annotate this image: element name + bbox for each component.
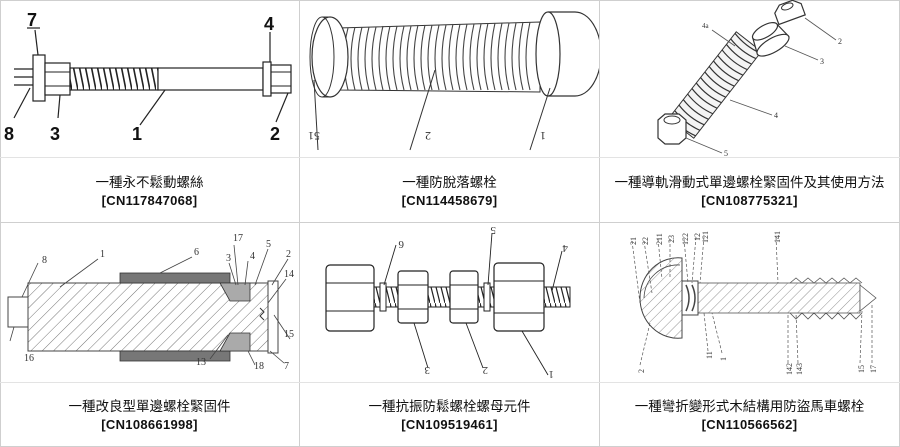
label-14: 14 — [284, 269, 294, 280]
patent-figure-1: 7 4 8 3 1 2 — [0, 0, 299, 157]
label-18: 18 — [254, 361, 264, 372]
label-3: 3 — [50, 124, 60, 144]
patent-title: 一種抗振防鬆螺栓螺母元件 — [368, 399, 531, 415]
patent-number: [CN114458679] — [401, 193, 498, 208]
label-15: 15 — [284, 329, 294, 340]
label-16: 16 — [24, 353, 34, 364]
label-141: 141 — [773, 231, 782, 243]
label-2: 2 — [286, 249, 291, 260]
label-121: 121 — [701, 231, 710, 243]
patent-title: 一種改良型單邊螺栓緊固件 — [68, 399, 231, 415]
patent-caption-3: 一種導軌滑動式單邊螺栓緊固件及其使用方法 [CN108775321] — [600, 174, 899, 210]
label-4: 4 — [562, 242, 568, 254]
label-4: 4 — [250, 251, 255, 262]
label-142: 142 — [785, 363, 794, 375]
label-21: 21 — [629, 237, 638, 245]
patent-number: [CN110566562] — [701, 417, 798, 432]
label-11: 11 — [705, 351, 714, 359]
label-6: 6 — [194, 247, 199, 258]
label-2: 2 — [425, 129, 431, 143]
label-4a: 4a — [702, 22, 710, 30]
patent-title: 一種導軌滑動式單邊螺栓緊固件及其使用方法 — [614, 175, 885, 191]
label-8: 8 — [4, 124, 14, 144]
label-7: 7 — [284, 361, 289, 372]
patent-title: 一種永不鬆動螺絲 — [95, 175, 204, 191]
patent-figure-6: 21 22 211 23 122 12 121 141 11 2 1 142 1… — [600, 223, 899, 382]
patent-number: [CN108661998] — [101, 417, 198, 432]
label-1: 1 — [132, 124, 142, 144]
label-211: 211 — [655, 233, 664, 245]
patent-caption-1: 一種永不鬆動螺絲 [CN117847068] — [0, 174, 299, 210]
label-51: 51 — [308, 129, 320, 143]
label-23: 23 — [667, 235, 676, 243]
label-8: 8 — [42, 255, 47, 266]
label-15: 15 — [857, 365, 866, 373]
label-1: 1 — [719, 357, 728, 361]
label-3: 3 — [424, 364, 430, 376]
label-2: 2 — [270, 124, 280, 144]
label-2: 2 — [483, 364, 489, 376]
row-divider — [0, 382, 900, 383]
patent-caption-6: 一種彎折變形式木結構用防盜馬車螺栓 [CN110566562] — [600, 398, 899, 434]
patent-caption-4: 一種改良型單邊螺栓緊固件 [CN108661998] — [0, 398, 299, 434]
patent-figure-2: 51 2 1 — [300, 0, 599, 157]
label-3: 3 — [820, 57, 824, 66]
patent-number: [CN109519461] — [401, 417, 498, 432]
label-2: 2 — [838, 37, 842, 46]
label-1: 1 — [540, 129, 546, 143]
patent-title: 一種防脫落螺栓 — [402, 175, 497, 191]
label-12: 12 — [693, 233, 702, 241]
label-6: 6 — [398, 238, 404, 250]
label-5: 5 — [490, 224, 496, 236]
column-divider — [599, 0, 600, 447]
label-4: 4 — [774, 111, 778, 120]
label-5: 5 — [724, 149, 728, 157]
label-22: 22 — [641, 237, 650, 245]
label-1: 1 — [549, 368, 555, 380]
column-divider — [299, 0, 300, 447]
patent-caption-5: 一種抗振防鬆螺栓螺母元件 [CN109519461] — [300, 398, 599, 434]
patent-figure-5: 6 5 4 3 2 1 — [300, 223, 599, 382]
patent-figure-3: 4a 2 3 4 5 — [600, 0, 899, 157]
row-divider — [0, 157, 900, 158]
label-5: 5 — [266, 239, 271, 250]
patent-figure-4: 8 1 6 17 3 5 4 2 14 15 16 13 18 7 — [0, 223, 299, 382]
label-2: 2 — [637, 369, 646, 373]
row-divider — [0, 222, 900, 223]
label-13: 13 — [196, 357, 206, 368]
label-122: 122 — [681, 233, 690, 245]
patent-caption-2: 一種防脫落螺栓 [CN114458679] — [300, 174, 599, 210]
label-1: 1 — [100, 249, 105, 260]
label-4: 4 — [264, 14, 274, 34]
label-7: 7 — [27, 10, 37, 30]
label-17: 17 — [233, 233, 243, 244]
label-3: 3 — [226, 253, 231, 264]
patent-title: 一種彎折變形式木結構用防盜馬車螺栓 — [634, 399, 865, 415]
patent-number: [CN117847068] — [101, 193, 198, 208]
label-143: 143 — [795, 363, 804, 375]
patent-number: [CN108775321] — [701, 193, 798, 208]
label-17: 17 — [869, 365, 878, 373]
